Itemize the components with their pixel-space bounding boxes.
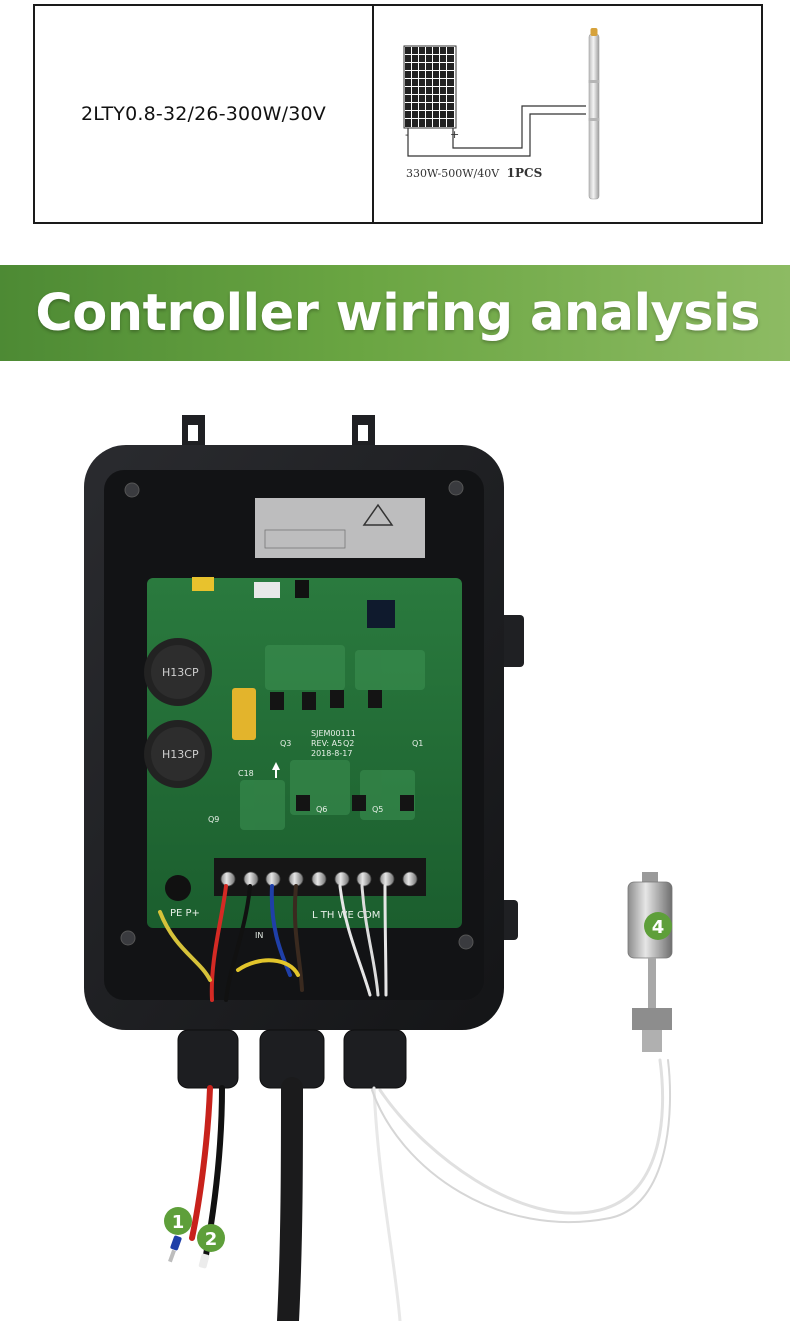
diagram-cell: - + 330W-500W/40V 1PCS	[374, 6, 761, 222]
solar-panel-icon	[403, 45, 457, 129]
wiring-lines	[407, 105, 586, 157]
small-chip	[295, 580, 309, 598]
silk-q3: Q3	[280, 739, 291, 748]
model-number: 2LTY0.8-32/26-300W/30V	[81, 103, 326, 125]
terminal-label-in: IN	[255, 931, 263, 940]
silk-q9: Q9	[208, 815, 219, 824]
buzzer	[165, 875, 191, 901]
section-banner: Controller wiring analysis	[0, 265, 790, 361]
callout-1-label: 1	[172, 1212, 185, 1233]
silk-c18: C18	[238, 769, 254, 778]
controller-photo: H13CP H13CP SJEM00111 REV: A5 2018-8-17 …	[0, 361, 790, 1321]
callout-2: 2	[197, 1224, 225, 1252]
capacitor-2-label: H13CP	[162, 748, 199, 761]
warning-label	[255, 498, 425, 558]
wire-ferrules	[168, 1235, 210, 1269]
external-cables	[189, 1058, 672, 1321]
film-capacitor	[232, 688, 256, 740]
silk-q6: Q6	[316, 805, 327, 814]
banner-title: Controller wiring analysis	[35, 283, 760, 343]
capacitor-1: H13CP	[144, 638, 212, 706]
pcb-date: 2018-8-17	[311, 749, 352, 758]
internal-wires	[158, 884, 388, 1002]
callout-4: 4	[644, 912, 672, 940]
model-cell: 2LTY0.8-32/26-300W/30V	[35, 6, 374, 222]
float-switch	[627, 872, 673, 1052]
ic-chip	[367, 600, 395, 628]
enclosure-screws	[120, 480, 474, 950]
panel-quantity: 1PCS	[506, 166, 543, 180]
panel-caption: 330W-500W/40V 1PCS	[406, 166, 542, 180]
connector-header	[254, 582, 280, 598]
side-tab-upper	[498, 615, 524, 667]
silk-q2: Q2	[343, 739, 354, 748]
arrow-up-icon	[272, 762, 280, 778]
panel-minus-label: -	[405, 128, 409, 141]
mosfets	[270, 690, 414, 811]
callout-2-label: 2	[205, 1229, 218, 1250]
cable-glands	[177, 1029, 407, 1089]
controller-illustration: H13CP H13CP SJEM00111 REV: A5 2018-8-17 …	[84, 415, 673, 1321]
pcb-revision: REV: A5	[311, 739, 342, 748]
panel-plus-label: +	[450, 128, 459, 141]
yellow-component	[192, 577, 214, 591]
panel-power-spec: 330W-500W/40V	[406, 167, 500, 180]
submersible-pump-icon	[588, 28, 600, 200]
callout-1: 1	[164, 1207, 192, 1235]
pcb-silkscreen: SJEM00111 REV: A5 2018-8-17 Q1 Q2 Q3 Q5 …	[208, 729, 423, 824]
capacitor-2: H13CP	[144, 720, 212, 788]
terminal-screws	[220, 871, 418, 887]
solar-pump-diagram: - +	[403, 28, 600, 200]
silk-q5: Q5	[372, 805, 383, 814]
terminal-label-left: PE P+	[170, 908, 200, 919]
silk-q1: Q1	[412, 739, 423, 748]
capacitor-1-label: H13CP	[162, 666, 199, 679]
spec-table: 2LTY0.8-32/26-300W/30V	[33, 4, 763, 224]
pcb-id: SJEM00111	[311, 729, 356, 738]
callout-4-label: 4	[652, 917, 665, 938]
